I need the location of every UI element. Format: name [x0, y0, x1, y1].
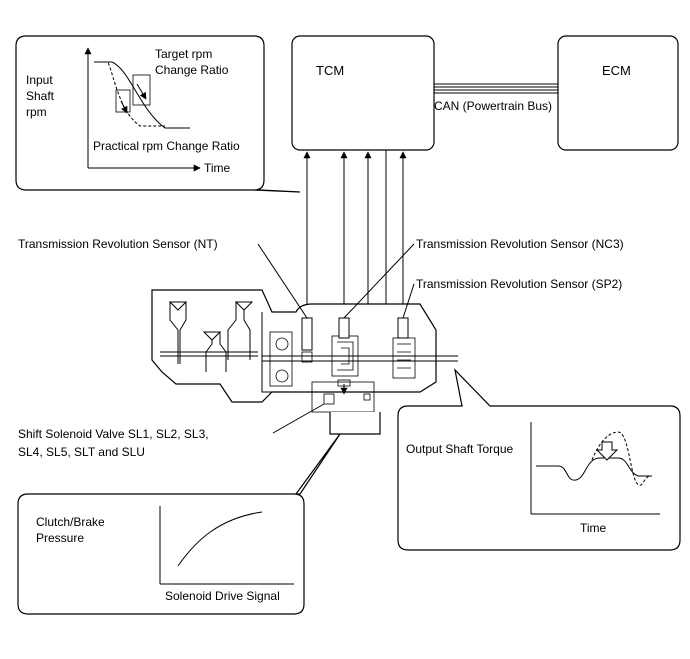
rpm-callout: Input Shaft rpm Target rpm Change Ratio …: [15, 35, 301, 193]
solenoid-label-1: Shift Solenoid Valve SL1, SL2, SL3,: [18, 427, 209, 441]
solenoid-callout: Shift Solenoid Valve SL1, SL2, SL3, SL4,…: [18, 403, 325, 459]
torque-x-label: Time: [580, 521, 607, 535]
can-bus-label: CAN (Powertrain Bus): [434, 99, 552, 113]
solenoid-label-2: SL4, SL5, SLT and SLU: [18, 445, 145, 459]
transmission-body: [151, 289, 458, 435]
rpm-y-label-3: rpm: [26, 105, 47, 119]
practical-rpm-curve: [94, 61, 165, 127]
target-rpm-curve: [94, 61, 190, 129]
sensor-nc3-label: Transmission Revolution Sensor (NC3): [416, 237, 624, 251]
ecm-label: ECM: [602, 63, 631, 78]
sensor-nt-label: Transmission Revolution Sensor (NT): [18, 237, 218, 251]
torque-y-label: Output Shaft Torque: [406, 442, 514, 456]
pressure-y-label-1: Clutch/Brake: [36, 515, 105, 529]
torque-curve-dashed: [591, 431, 651, 486]
pressure-curve: [177, 511, 263, 567]
tcm-label: TCM: [316, 63, 344, 78]
rpm-x-label: Time: [204, 161, 231, 175]
torque-callout: Output Shaft Torque Time: [397, 368, 681, 551]
rpm-y-label-1: Input: [26, 73, 53, 87]
can-bus: CAN (Powertrain Bus): [434, 83, 558, 113]
practical-label: Practical rpm Change Ratio: [93, 139, 240, 153]
pressure-callout: Clutch/Brake Pressure Solenoid Drive Sig…: [17, 433, 341, 615]
pressure-y-label-2: Pressure: [36, 531, 84, 545]
sensor-nt: Transmission Revolution Sensor (NT): [18, 237, 313, 351]
target-label-1: Target rpm: [155, 47, 212, 61]
sensor-sp2-label: Transmission Revolution Sensor (SP2): [416, 277, 622, 291]
torque-curve-solid: [536, 457, 652, 481]
pressure-x-label: Solenoid Drive Signal: [165, 589, 280, 603]
rpm-y-label-2: Shaft: [26, 89, 55, 103]
target-label-2: Change Ratio: [155, 63, 229, 77]
tcm-module: TCM: [291, 35, 435, 151]
sensor-sp2: Transmission Revolution Sensor (SP2): [397, 277, 622, 339]
ecm-module: ECM: [557, 35, 679, 151]
sensor-nc3: Transmission Revolution Sensor (NC3): [338, 237, 624, 339]
